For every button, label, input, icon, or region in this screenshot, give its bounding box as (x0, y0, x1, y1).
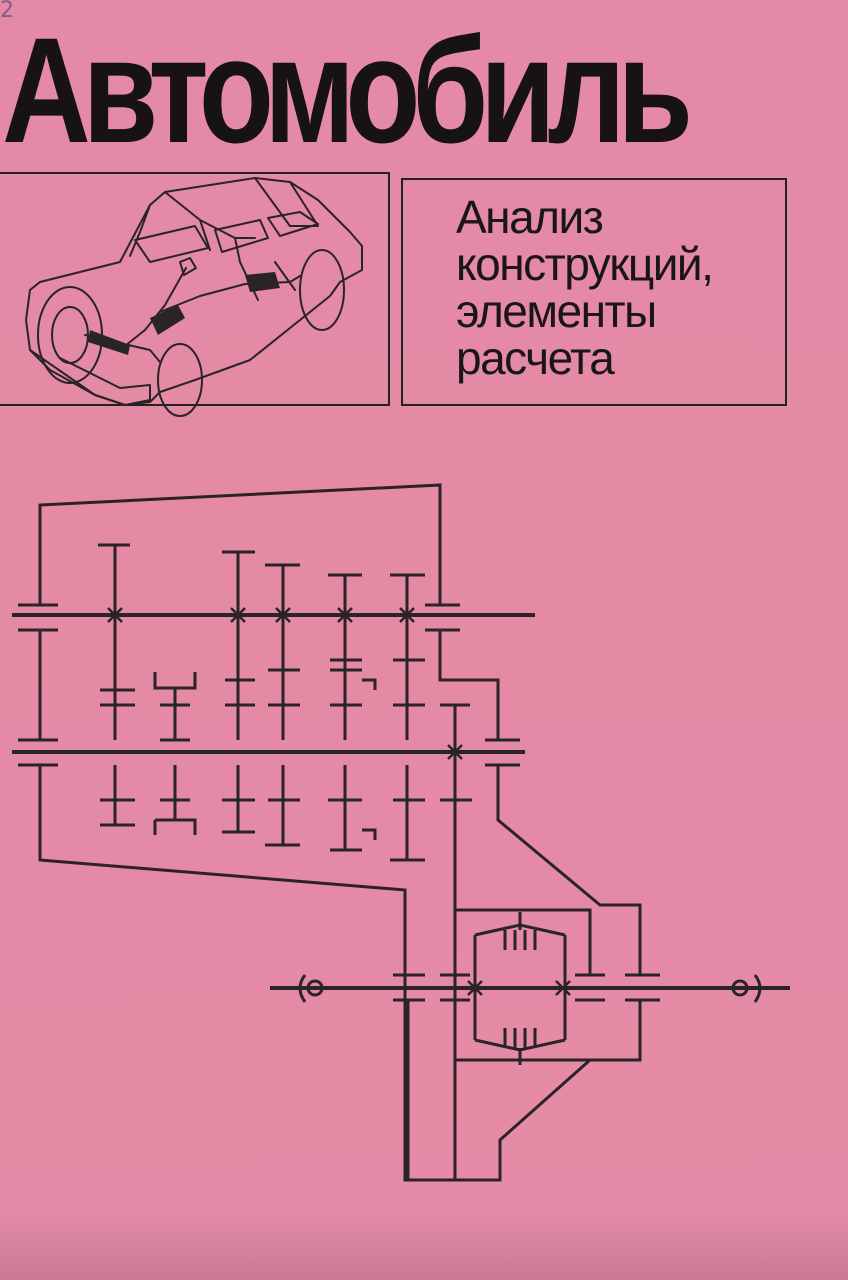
subtitle-line-4: расчета (456, 332, 615, 384)
subtitle-line-1: Анализ (456, 191, 604, 243)
bottom-shadow (0, 1210, 848, 1280)
handwritten-mark: 2 (0, 0, 14, 23)
subtitle-line-3: элементы (456, 285, 657, 337)
subtitle-frame (401, 178, 787, 406)
subtitle-line-2: конструкций, (456, 238, 714, 290)
cover-subtitle: Анализ конструкций, элементы расчета (456, 191, 714, 384)
cover-title: Автомобиль (2, 6, 693, 174)
